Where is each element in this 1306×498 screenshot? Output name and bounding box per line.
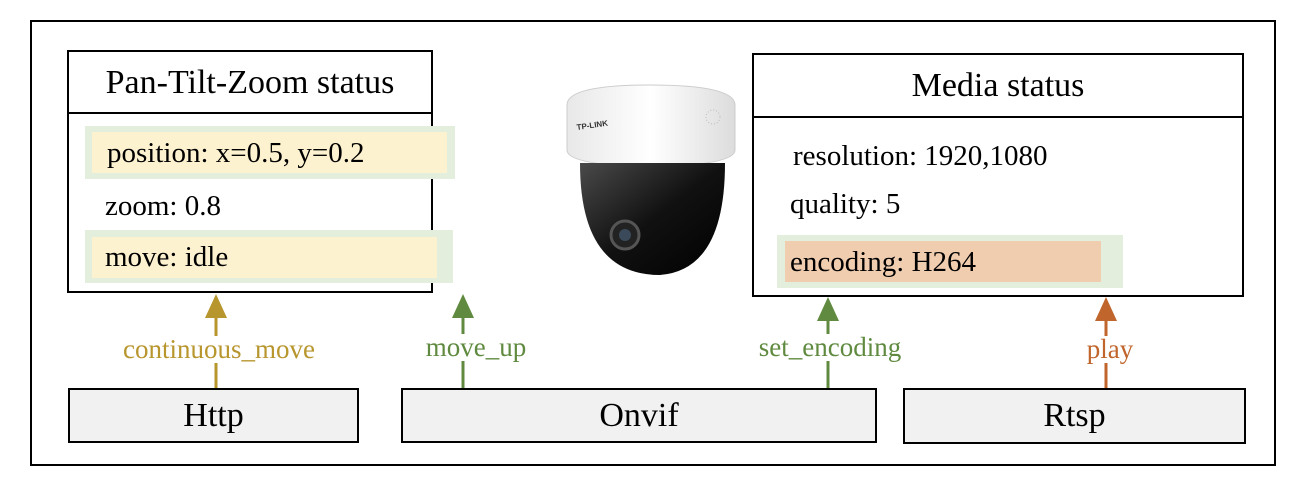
media-status-title: Media status xyxy=(911,67,1085,104)
move-highlight-inner xyxy=(92,237,437,278)
position-highlight-inner xyxy=(92,132,447,173)
play-label: play xyxy=(1086,334,1134,364)
media-quality: quality: 5 xyxy=(790,188,901,220)
ptz-header-divider xyxy=(67,112,433,114)
outer-frame xyxy=(30,20,1276,466)
rtsp-box: Rtsp xyxy=(903,388,1246,444)
set-encoding-label: set_encoding xyxy=(758,332,902,362)
ptz-camera-image: TP-LINK xyxy=(566,84,736,275)
encoding-highlight-inner xyxy=(785,241,1101,282)
onvif-box: Onvif xyxy=(401,388,877,443)
media-status-box xyxy=(752,53,1244,297)
ptz-move: move: idle xyxy=(105,241,229,273)
ptz-status-title: Pan-Tilt-Zoom status xyxy=(105,64,395,101)
ptz-zoom: zoom: 0.8 xyxy=(105,190,221,222)
svg-text:TP-LINK: TP-LINK xyxy=(576,119,609,132)
ptz-position: position: x=0.5, y=0.2 xyxy=(107,137,365,169)
media-resolution: resolution: 1920,1080 xyxy=(793,140,1048,172)
media-encoding: encoding: H264 xyxy=(790,246,977,278)
move-up-label: move_up xyxy=(425,332,527,362)
media-header-divider xyxy=(752,116,1244,118)
http-box: Http xyxy=(68,388,359,443)
continuous-move-label: continuous_move xyxy=(123,334,315,364)
